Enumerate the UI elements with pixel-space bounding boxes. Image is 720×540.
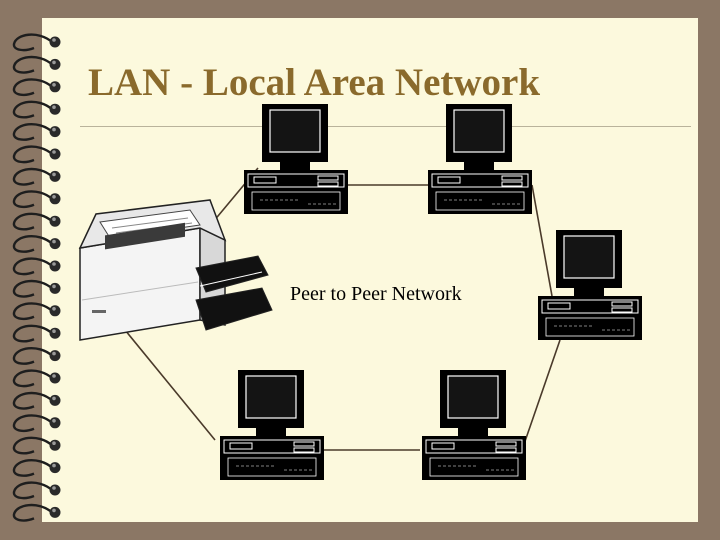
- computer-top-left: [243, 103, 349, 215]
- diagram-caption: Peer to Peer Network: [290, 283, 462, 305]
- printer: [79, 199, 273, 341]
- link-pc-bottom-left-printer: [124, 329, 216, 441]
- binding-ring: [12, 212, 61, 231]
- binding-ring: [12, 324, 61, 343]
- binding-ring: [12, 436, 61, 455]
- computer-bottom-right: [421, 369, 527, 481]
- binding-ring: [12, 190, 61, 209]
- binding-ring: [12, 235, 61, 253]
- computer-right: [537, 229, 643, 341]
- binding-ring: [12, 257, 61, 276]
- title-divider: [80, 126, 691, 127]
- binding-ring: [12, 123, 61, 141]
- spiral-binding: [12, 33, 61, 522]
- computer-top-right: [427, 103, 533, 215]
- binding-ring: [12, 302, 61, 321]
- binding-ring: [12, 391, 61, 410]
- link-pc-right-pc-bottom-right: [521, 339, 561, 451]
- binding-ring: [12, 55, 61, 74]
- binding-ring: [12, 100, 61, 119]
- computer-bottom-left: [219, 369, 325, 481]
- binding-ring: [12, 145, 61, 164]
- binding-ring: [12, 503, 61, 522]
- binding-ring: [12, 33, 61, 52]
- binding-ring: [12, 459, 61, 477]
- binding-ring: [12, 167, 61, 186]
- binding-ring: [12, 279, 61, 298]
- binding-ring: [12, 481, 61, 500]
- binding-ring: [12, 369, 61, 388]
- binding-ring: [12, 347, 61, 365]
- binding-ring: [12, 78, 61, 97]
- binding-ring: [12, 414, 61, 433]
- slide-title: LAN - Local Area Network: [88, 61, 541, 104]
- link-pc-top-right-pc-right: [531, 184, 553, 297]
